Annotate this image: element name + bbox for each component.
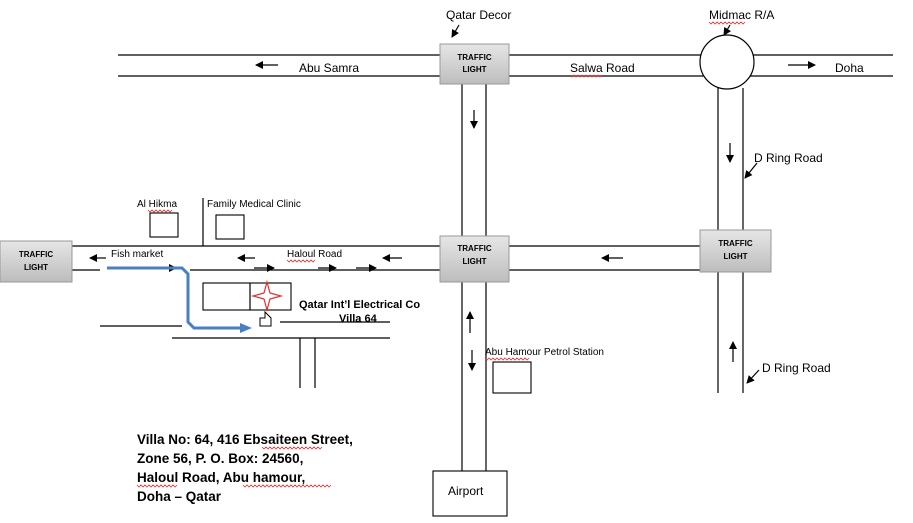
family-medical-clinic-building (215, 214, 245, 240)
traffic-light-right: TRAFFIC LIGHT (699, 229, 772, 273)
petrol-station-building (492, 361, 532, 394)
traffic-light-left: TRAFFIC LIGHT (0, 240, 73, 283)
traffic-light-label: TRAFFIC (457, 53, 491, 62)
address-line: Haloul Road, Abu hamour, (137, 470, 306, 485)
family-medical-clinic-label: Family Medical Clinic (207, 199, 301, 210)
airport-label: Airport (448, 484, 484, 498)
traffic-light-label: LIGHT (24, 263, 48, 272)
al-hikma-building (149, 212, 179, 238)
villa-label: Villa 64 (339, 313, 378, 325)
address-line: Zone 56, P. O. Box: 24560, (137, 451, 304, 466)
traffic-light-label: LIGHT (463, 65, 487, 74)
qatar-decor-label: Qatar Decor (446, 8, 511, 22)
d-ring-road-top-label: D Ring Road (754, 151, 823, 165)
midmac-label: Midmac R/A (709, 8, 774, 22)
d-ring-road-bottom-label: D Ring Road (762, 361, 831, 375)
direction-arrows (89, 24, 816, 384)
traffic-light-center: TRAFFIC LIGHT (439, 235, 510, 283)
haloul-road-label: Haloul Road (287, 249, 342, 260)
airport-box (432, 470, 508, 517)
petrol-station-label: Abu Hamour Petrol Station (485, 347, 604, 358)
location-star-icon (250, 279, 284, 313)
address-block: Villa No: 64, 416 Ebsaiteen Street, Zone… (137, 430, 353, 506)
salwa-road-label: Salwa Road (570, 61, 635, 75)
al-hikma-label: Al Hikma (137, 199, 177, 210)
traffic-light-label: TRAFFIC (457, 244, 491, 253)
house-icon (259, 310, 272, 327)
route-path (107, 266, 240, 330)
fish-market-label: Fish market (111, 249, 163, 260)
route-arrowhead (240, 323, 252, 333)
company-label: Qatar Int’l Electrical Co (299, 299, 420, 311)
address-line: Villa No: 64, 416 Ebsaiteen Street, (137, 432, 353, 447)
spellcheck-underlines (136, 21, 746, 488)
midmac-roundabout (699, 34, 755, 90)
address-line: Doha – Qatar (137, 489, 222, 504)
traffic-light-top: TRAFFIC LIGHT (439, 43, 510, 85)
side-street (100, 321, 390, 388)
villa-block (202, 282, 292, 311)
abu-samra-label: Abu Samra (299, 61, 359, 75)
doha-label: Doha (835, 61, 864, 75)
traffic-light-label: TRAFFIC (718, 239, 752, 248)
traffic-light-label: LIGHT (463, 257, 487, 266)
traffic-light-label: TRAFFIC (19, 250, 53, 259)
traffic-light-label: LIGHT (724, 252, 748, 261)
